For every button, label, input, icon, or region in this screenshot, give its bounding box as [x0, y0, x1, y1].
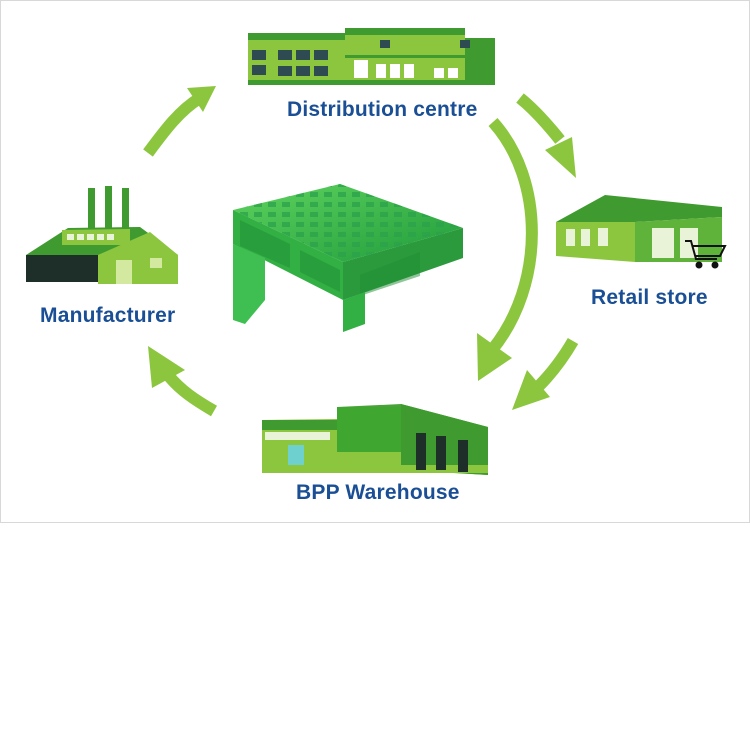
arrow-manufacturer-to-distribution [143, 86, 216, 157]
retail-store-building-icon [556, 195, 727, 269]
factory-icon [26, 186, 178, 284]
distribution-centre-building-icon [248, 28, 495, 85]
warehouse-building-icon [262, 404, 488, 475]
arrow-distribution-to-warehouse [477, 117, 538, 381]
retail-store-label: Retail store [591, 286, 708, 309]
arrow-warehouse-to-manufacturer [148, 346, 218, 417]
distribution-centre-label: Distribution centre [287, 98, 478, 121]
arrow-distribution-to-retail [516, 93, 576, 178]
plastic-pallet-icon [233, 184, 463, 332]
pallet-cycle-diagram [26, 28, 727, 475]
arrow-retail-to-warehouse [512, 337, 579, 410]
warehouse-label: BPP Warehouse [296, 481, 460, 504]
manufacturer-label: Manufacturer [40, 304, 176, 327]
shopping-cart-icon [685, 240, 727, 269]
